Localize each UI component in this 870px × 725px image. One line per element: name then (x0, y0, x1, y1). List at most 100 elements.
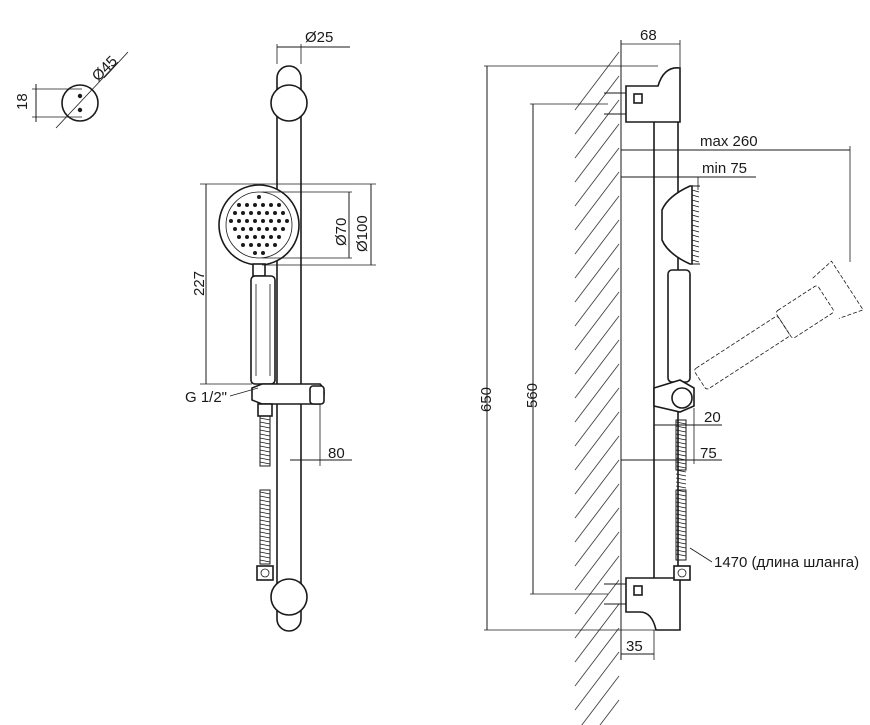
nozzle-dot (253, 203, 257, 207)
tooth-line (691, 189, 700, 193)
coil-line (259, 499, 271, 503)
head-height-label: 227 (191, 271, 208, 296)
nozzle-dot (277, 203, 281, 207)
hatch-line (574, 123, 620, 183)
nozzle-dot (233, 227, 237, 231)
coil-line (259, 539, 271, 543)
hatch-line (581, 675, 620, 725)
coil-line (259, 555, 271, 559)
nozzle-dot (257, 243, 261, 247)
coil-line (675, 461, 687, 465)
nozzle-dot (269, 203, 273, 207)
coil-line (259, 433, 271, 437)
bracket-depth-label: 68 (640, 27, 657, 44)
coil-line (259, 547, 271, 551)
hatch-line (574, 171, 620, 231)
nozzle-dot (261, 203, 265, 207)
coil-line (675, 525, 687, 529)
hatch-line (574, 195, 620, 255)
nozzle-dot (229, 219, 233, 223)
tooth-line (691, 254, 700, 258)
side-view (484, 40, 864, 725)
nozzle-dot (273, 211, 277, 215)
coil-line (675, 441, 687, 445)
coil-line (675, 537, 687, 541)
wall-screws (604, 92, 643, 605)
hatch-line (574, 603, 620, 663)
hatch-line (574, 243, 620, 303)
coil-line (259, 543, 271, 547)
spray-nozzles (229, 195, 289, 255)
coil-line (675, 517, 687, 521)
tilted-shower-head (694, 260, 864, 390)
coil-line (259, 511, 271, 515)
coil-line (259, 425, 271, 429)
coil-line (675, 521, 687, 525)
hatch-line (574, 555, 620, 615)
hatch-line (574, 531, 620, 591)
hatch-line (574, 387, 620, 447)
coil-line (675, 529, 687, 533)
hatch-line (574, 459, 620, 519)
holder-depth-label: 75 (700, 445, 717, 462)
tooth-line (691, 204, 700, 208)
face-diameter-label: Ø70 (333, 218, 350, 246)
coil-line (675, 477, 687, 481)
nozzle-dot (241, 211, 245, 215)
tooth-line (691, 199, 700, 203)
coil-line (675, 449, 687, 453)
nozzle-dot (281, 211, 285, 215)
nozzle-dot (269, 235, 273, 239)
coil-line (259, 491, 271, 495)
nozzle-dot (253, 219, 257, 223)
holder-offset-label: 20 (704, 409, 721, 426)
hatch-line (574, 147, 620, 207)
coil-line (259, 551, 271, 555)
hose-coil (675, 421, 687, 557)
hatch-line (574, 267, 620, 327)
hatch-line (574, 435, 620, 495)
hatch-line (574, 291, 620, 351)
hatch-line (599, 699, 620, 725)
tooth-line (691, 214, 700, 218)
nozzle-dot (273, 243, 277, 247)
coil-line (675, 469, 687, 473)
hatch-line (574, 51, 620, 111)
tooth-line (691, 194, 700, 198)
coil-line (259, 461, 271, 465)
min-reach-label: min 75 (702, 160, 747, 177)
hatch-line (574, 411, 620, 471)
coil-line (675, 421, 687, 425)
hatch-line (574, 75, 620, 135)
nozzle-dot (261, 235, 265, 239)
coil-line (259, 495, 271, 499)
hose-coil (259, 491, 271, 563)
tooth-line (691, 219, 700, 223)
nozzle-dot (257, 195, 261, 199)
coil-line (675, 429, 687, 433)
coil-line (259, 445, 271, 449)
coil-line (675, 549, 687, 553)
coil-line (259, 519, 271, 523)
nozzle-dot (241, 227, 245, 231)
coil-line (259, 527, 271, 531)
hose-coil (259, 417, 271, 465)
nozzle-dot (245, 219, 249, 223)
coil-line (259, 457, 271, 461)
coil-line (675, 545, 687, 549)
coil-line (675, 501, 687, 505)
mount-diameter-label: Ø45 (89, 53, 121, 85)
coil-line (675, 485, 687, 489)
hatch-line (574, 315, 620, 375)
hatch-line (574, 651, 620, 711)
tooth-line (691, 229, 700, 233)
coil-line (675, 489, 687, 493)
coil-line (675, 473, 687, 477)
tooth-line (691, 259, 700, 263)
nozzle-dot (233, 211, 237, 215)
hatch-line (574, 483, 620, 543)
total-height-label: 650 (478, 387, 495, 412)
coil-line (259, 441, 271, 445)
nozzle-dot (265, 227, 269, 231)
